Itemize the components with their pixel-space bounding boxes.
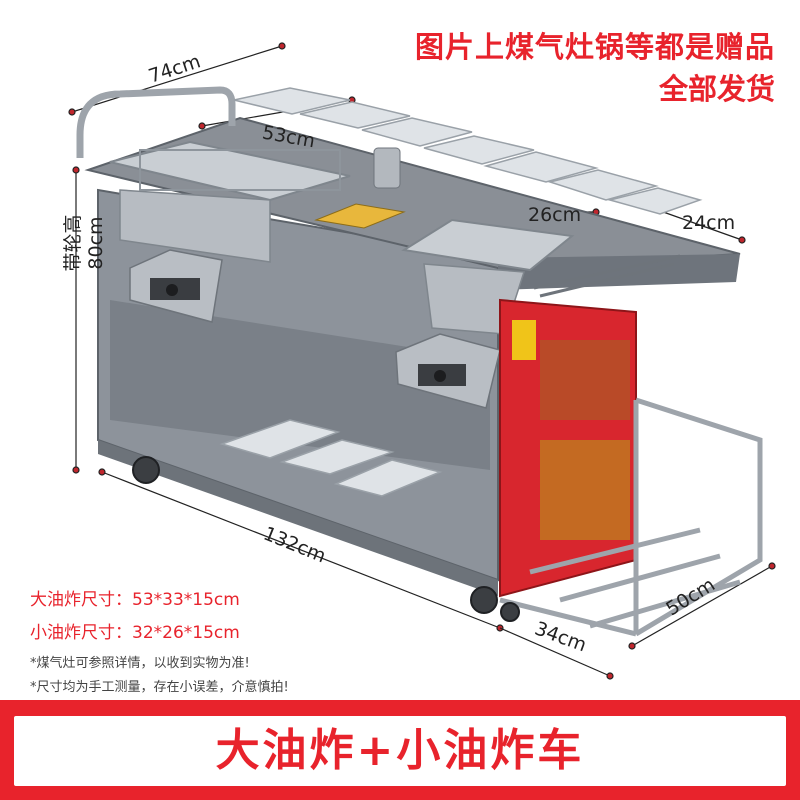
dim-line-50 <box>631 565 773 647</box>
headline-gift-note: 图片上煤气灶锅等都是赠品 <box>414 30 775 64</box>
small-fryer-spec: 小油炸尺寸：32*26*15cm <box>30 623 240 643</box>
chicken-photo <box>540 440 630 540</box>
side-rack <box>499 397 763 637</box>
wheel <box>132 456 160 484</box>
handle-rail <box>76 86 236 158</box>
note-stove: *煤气灶可参照详情，以收到实物为准! <box>30 656 250 671</box>
product-banner: 大油炸+小油炸车 <box>0 700 800 800</box>
tongs <box>533 254 681 298</box>
dim-line-132 <box>101 471 501 629</box>
wheel <box>500 602 520 622</box>
headline-shipping-note: 全部发货 <box>658 72 775 106</box>
note-measurement: *尺寸均为手工测量，存在小误差，介意慎拍! <box>30 680 289 695</box>
dimension-small-fryer-width: 26cm <box>528 204 582 226</box>
large-fryer <box>109 140 351 202</box>
dimension-height: 带轮高80cm <box>62 214 107 272</box>
small-fryer <box>401 218 575 272</box>
banner-panel: 大油炸+小油炸车 <box>14 716 786 786</box>
oil-can <box>373 147 401 189</box>
wheel <box>470 586 498 614</box>
fryer-cart-illustration <box>68 42 776 680</box>
dimension-side-shelf: 24cm <box>682 212 736 234</box>
dim-line-74 <box>71 45 283 113</box>
skewer-photo <box>540 340 630 420</box>
banner-title: 大油炸+小油炸车 <box>215 725 585 776</box>
dim-line-24 <box>651 207 743 241</box>
dim-line-34 <box>499 627 611 677</box>
menu-card <box>314 203 406 229</box>
large-fryer-spec: 大油炸尺寸：53*33*15cm <box>30 590 240 610</box>
